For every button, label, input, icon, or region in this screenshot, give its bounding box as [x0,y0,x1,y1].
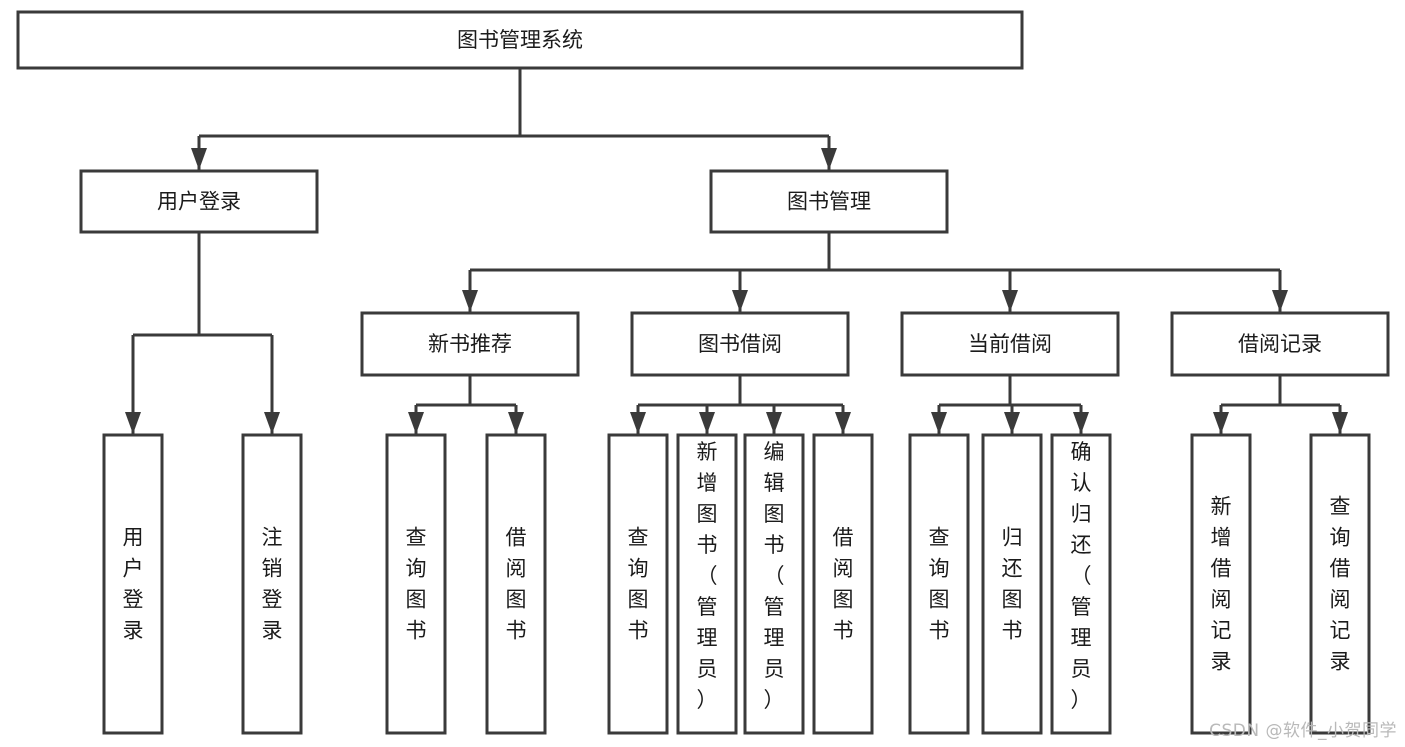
node-leaf-user-login[interactable]: 用户登录 [102,433,164,735]
node-leaf-query-borrow-record[interactable]: 查询借阅记录 [1309,433,1371,735]
node-label-new-book-recommend: 新书推荐 [428,332,512,356]
node-label-leaf-add-borrow-record: 新增借阅记录 [1211,494,1232,673]
node-label-leaf-query-book-1: 查询图书 [406,525,427,642]
node-label-leaf-borrow-book-1: 借阅图书 [506,525,527,642]
node-box-current-borrow [900,311,1120,377]
node-box-new-book-recommend [360,311,580,377]
node-label-leaf-query-book-3: 查询图书 [929,525,950,642]
node-label-leaf-logout: 注销登录 [262,525,283,642]
node-leaf-add-borrow-record[interactable]: 新增借阅记录 [1190,433,1252,735]
arrowhead-icon-current-borrow [1002,290,1018,312]
connector-layer [125,68,1348,434]
arrowhead-icon-book-borrow [732,290,748,312]
arrowhead-icon-leaf-add-borrow-record [1213,412,1229,434]
node-label-leaf-add-book: 新增图书（管理员） [697,440,718,712]
node-box-book-management [709,169,949,234]
node-leaf-query-book-2[interactable]: 查询图书 [607,433,669,735]
watermark-label: CSDN @软件_小贺同学 [1209,721,1397,741]
arrowhead-icon-user-login [191,148,207,170]
node-book-borrow[interactable]: 图书借阅 [630,311,850,377]
arrowhead-icon-leaf-query-book-3 [931,412,947,434]
node-label-leaf-borrow-book-2: 借阅图书 [833,525,854,642]
node-leaf-query-book-1[interactable]: 查询图书 [385,433,447,735]
node-root[interactable]: 图书管理系统 [16,10,1024,70]
node-box-book-borrow [630,311,850,377]
node-box-leaf-add-book [676,433,738,735]
node-layer: 图书管理系统用户登录图书管理新书推荐图书借阅当前借阅借阅记录用户登录注销登录查询… [16,10,1390,735]
arrowhead-icon-leaf-confirm-return [1073,412,1089,434]
node-book-management[interactable]: 图书管理 [709,169,949,234]
node-label-leaf-query-borrow-record: 查询借阅记录 [1330,494,1351,673]
node-borrow-record[interactable]: 借阅记录 [1170,311,1390,377]
node-label-book-borrow: 图书借阅 [698,332,782,356]
arrowhead-icon-borrow-record [1272,290,1288,312]
node-label-leaf-query-book-2: 查询图书 [628,525,649,642]
arrowhead-icon-leaf-return-book [1004,412,1020,434]
arrowhead-icon-leaf-borrow-book-2 [835,412,851,434]
node-box-leaf-query-book-1 [385,433,447,735]
node-box-user-login [79,169,319,234]
node-box-leaf-logout [241,433,303,735]
arrowhead-icon-leaf-user-login [125,412,141,434]
node-leaf-return-book[interactable]: 归还图书 [981,433,1043,735]
arrowhead-icon-new-book-recommend [462,290,478,312]
node-user-login[interactable]: 用户登录 [79,169,319,234]
arrowhead-icon-leaf-query-borrow-record [1332,412,1348,434]
node-leaf-add-book[interactable]: 新增图书（管理员） [676,433,738,735]
node-leaf-borrow-book-1[interactable]: 借阅图书 [485,433,547,735]
node-box-leaf-borrow-book-1 [485,433,547,735]
arrowhead-icon-leaf-edit-book [766,412,782,434]
node-box-leaf-confirm-return [1050,433,1112,735]
node-leaf-confirm-return[interactable]: 确认归还（管理员） [1050,433,1112,735]
node-box-root [16,10,1024,70]
arrowhead-icon-leaf-query-book-1 [408,412,424,434]
node-label-borrow-record: 借阅记录 [1238,332,1322,356]
node-box-borrow-record [1170,311,1390,377]
node-leaf-borrow-book-2[interactable]: 借阅图书 [812,433,874,735]
node-new-book-recommend[interactable]: 新书推荐 [360,311,580,377]
node-label-book-management: 图书管理 [787,190,871,214]
node-label-leaf-user-login: 用户登录 [123,525,144,642]
node-label-leaf-return-book: 归还图书 [1002,525,1023,642]
arrowhead-icon-leaf-borrow-book-1 [508,412,524,434]
node-leaf-edit-book[interactable]: 编辑图书（管理员） [743,433,805,735]
node-box-leaf-return-book [981,433,1043,735]
node-label-current-borrow: 当前借阅 [968,332,1052,356]
arrowhead-icon-book-management [821,148,837,170]
node-label-leaf-edit-book: 编辑图书（管理员） [764,440,785,712]
node-box-leaf-user-login [102,433,164,735]
node-box-leaf-query-book-3 [908,433,970,735]
arrowhead-icon-leaf-query-book-2 [630,412,646,434]
node-box-leaf-query-book-2 [607,433,669,735]
node-leaf-logout[interactable]: 注销登录 [241,433,303,735]
node-leaf-query-book-3[interactable]: 查询图书 [908,433,970,735]
arrowhead-icon-leaf-logout [264,412,280,434]
node-box-leaf-query-borrow-record [1309,433,1371,735]
node-label-root: 图书管理系统 [457,28,583,52]
node-box-leaf-borrow-book-2 [812,433,874,735]
node-box-leaf-edit-book [743,433,805,735]
node-label-user-login: 用户登录 [157,190,241,214]
arrowhead-icon-leaf-add-book [699,412,715,434]
node-label-leaf-confirm-return: 确认归还（管理员） [1071,440,1092,712]
node-current-borrow[interactable]: 当前借阅 [900,311,1120,377]
node-box-leaf-add-borrow-record [1190,433,1252,735]
